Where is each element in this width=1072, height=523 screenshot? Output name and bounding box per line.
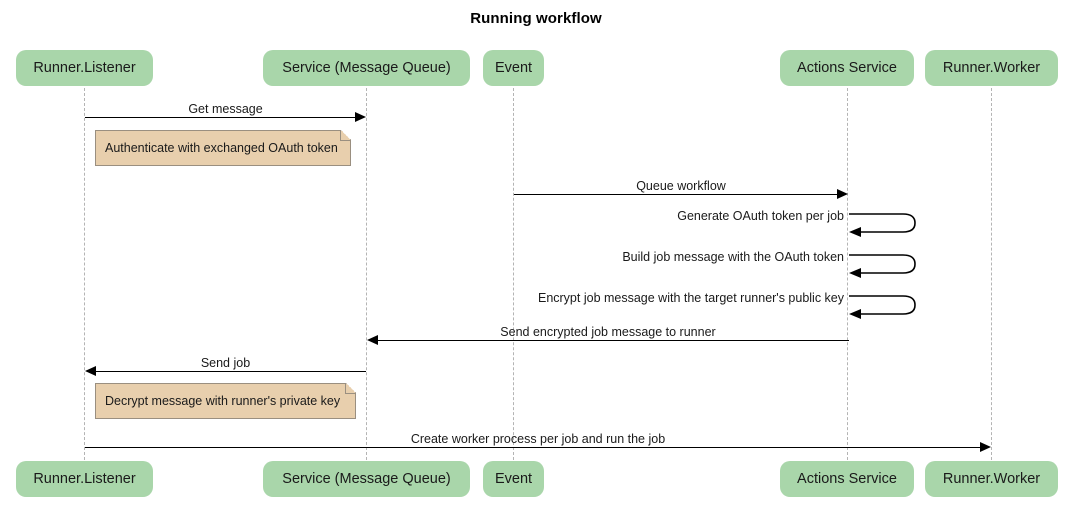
lifeline-runner-listener — [84, 88, 85, 460]
lifeline-actions-service — [847, 88, 848, 460]
participant-label: Service (Message Queue) — [282, 471, 451, 487]
message-label-build-job-message-with-oauth-token: Build job message with the OAuth token — [622, 250, 844, 264]
arrowhead-get-message — [355, 112, 366, 122]
participant-service-message-queue-bottom[interactable]: Service (Message Queue) — [263, 461, 470, 497]
self-message-generate-oauth-token-per-job — [847, 208, 927, 242]
message-label-create-worker-process: Create worker process per job and run th… — [410, 432, 666, 446]
participant-event-top[interactable]: Event — [483, 50, 544, 86]
participant-runner-worker-top[interactable]: Runner.Worker — [925, 50, 1058, 86]
participant-service-message-queue-top[interactable]: Service (Message Queue) — [263, 50, 470, 86]
self-message-encrypt-job-message-public-key — [847, 290, 927, 324]
message-label-send-job: Send job — [200, 356, 251, 370]
arrowhead-send-job — [85, 366, 96, 376]
note-fold-corner — [340, 130, 351, 141]
lifeline-service-message-queue — [366, 88, 367, 460]
note-decrypt-message-with-runners-private-key: Decrypt message with runner's private ke… — [95, 383, 356, 419]
participant-actions-service-bottom[interactable]: Actions Service — [780, 461, 914, 497]
message-label-send-encrypted-job-message: Send encrypted job message to runner — [500, 325, 716, 339]
note-text: Decrypt message with runner's private ke… — [105, 394, 341, 408]
note-fold-corner — [345, 383, 356, 394]
message-label-generate-oauth-token-per-job: Generate OAuth token per job — [677, 209, 844, 223]
participant-label: Runner.Listener — [33, 471, 136, 487]
participant-runner-listener-top[interactable]: Runner.Listener — [16, 50, 153, 86]
message-label-get-message: Get message — [188, 102, 263, 116]
participant-runner-listener-bottom[interactable]: Runner.Listener — [16, 461, 153, 497]
participant-actions-service-top[interactable]: Actions Service — [780, 50, 914, 86]
message-line-queue-workflow — [514, 194, 837, 195]
participant-event-bottom[interactable]: Event — [483, 461, 544, 497]
message-line-get-message — [85, 117, 355, 118]
lifeline-runner-worker — [991, 88, 992, 460]
message-line-send-encrypted-job-message — [378, 340, 849, 341]
participant-label: Runner.Worker — [942, 60, 1041, 76]
message-label-encrypt-job-message-public-key: Encrypt job message with the target runn… — [537, 291, 844, 305]
note-authenticate-with-exchanged-oauth-token: Authenticate with exchanged OAuth token — [95, 130, 351, 166]
participant-label: Runner.Listener — [33, 60, 136, 76]
message-label-queue-workflow: Queue workflow — [636, 179, 726, 193]
participant-runner-worker-bottom[interactable]: Runner.Worker — [925, 461, 1058, 497]
participant-label: Event — [494, 60, 533, 76]
message-line-send-job — [96, 371, 366, 372]
participant-label: Actions Service — [797, 471, 897, 487]
participant-label: Runner.Worker — [942, 471, 1041, 487]
lifeline-event — [513, 88, 514, 460]
message-line-create-worker-process — [85, 447, 980, 448]
arrowhead-create-worker-process — [980, 442, 991, 452]
note-text: Authenticate with exchanged OAuth token — [105, 141, 338, 155]
arrowhead-send-encrypted-job-message — [367, 335, 378, 345]
participant-label: Service (Message Queue) — [282, 60, 451, 76]
participant-label: Actions Service — [797, 60, 897, 76]
arrowhead-queue-workflow — [837, 189, 848, 199]
self-message-build-job-message-with-oauth-token — [847, 249, 927, 283]
participant-label: Event — [494, 471, 533, 487]
diagram-title: Running workflow — [470, 10, 602, 27]
